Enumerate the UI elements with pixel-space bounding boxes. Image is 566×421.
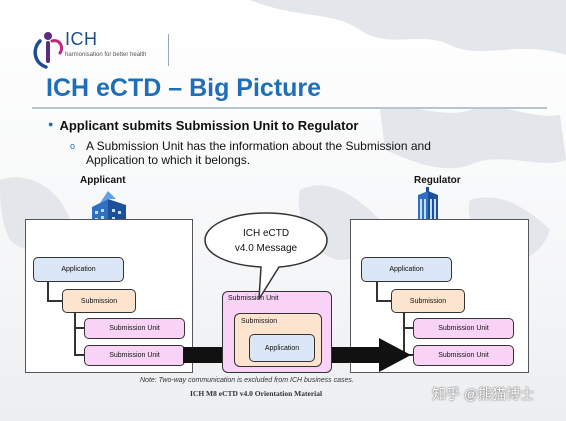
tree-connector: [47, 281, 49, 301]
bubble-line-1: ICH eCTD: [243, 228, 289, 239]
regulator-label: Regulator: [414, 175, 461, 186]
bullet-main-text: Applicant submits Submission Unit to Reg…: [59, 118, 359, 133]
bullet-dot-icon: ●: [48, 119, 54, 129]
tree-connector: [47, 300, 63, 302]
bullet-circle-icon: o: [70, 141, 76, 151]
logo-divider: [168, 34, 169, 66]
message-application-box: Application: [249, 334, 315, 362]
right-application-box: Application: [361, 257, 452, 282]
footnote: Note: Two-way communication is excluded …: [140, 377, 354, 384]
message-submission-unit-label: Submission Unit: [228, 295, 279, 302]
logo-tagline: harmonisation for better health: [65, 52, 147, 58]
footer-text: ICH M8 eCTD v4.0 Orientation Material: [190, 389, 323, 398]
tree-connector: [403, 312, 405, 355]
tree-connector: [74, 327, 84, 329]
tree-connector: [74, 312, 76, 355]
right-submission-box: Submission: [391, 289, 465, 313]
bullet-main: ● Applicant submits Submission Unit to Re…: [48, 118, 358, 133]
title-divider: [32, 107, 547, 109]
left-submission-unit-box: Submission Unit: [84, 318, 185, 339]
logo-name: ICH: [65, 29, 98, 49]
left-application-box: Application: [33, 257, 124, 282]
left-submission-unit-box: Submission Unit: [84, 345, 185, 366]
message-submission-label: Submission: [241, 318, 278, 325]
watermark: 知乎 @熊猫博士: [432, 386, 535, 402]
slide-title: ICH eCTD – Big Picture: [46, 74, 322, 102]
bullet-sub: o A Submission Unit has the information …: [70, 139, 470, 167]
message-submission-box: Submission Application: [234, 313, 322, 367]
bullet-sub-text: A Submission Unit has the information ab…: [86, 139, 431, 167]
tree-connector: [376, 281, 378, 301]
tree-connector: [74, 354, 84, 356]
message-bubble: ICH eCTD v4.0 Message: [204, 212, 328, 300]
right-submission-unit-box: Submission Unit: [413, 345, 514, 366]
tree-connector: [376, 300, 392, 302]
bubble-line-2: v4.0 Message: [235, 243, 298, 254]
message-submission-unit-box: Submission Unit Submission Application: [222, 291, 332, 373]
ich-logo: [33, 32, 64, 69]
right-submission-unit-box: Submission Unit: [413, 318, 514, 339]
left-submission-box: Submission: [62, 289, 136, 313]
applicant-label: Applicant: [80, 175, 126, 186]
tree-connector: [403, 327, 413, 329]
